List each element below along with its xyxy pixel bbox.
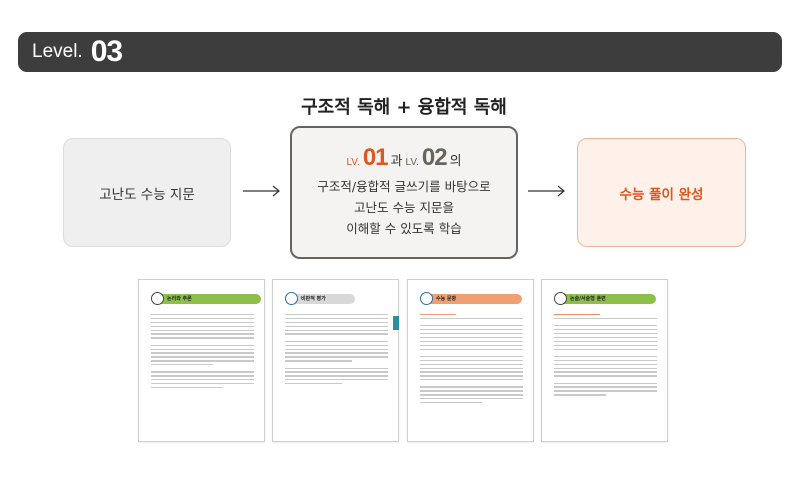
process-desc-line-3: 이해할 수 있도록 학습 [346,221,462,236]
arrow-right-icon [528,185,566,197]
page-title: 논술/서술형 훈련 [570,296,606,302]
result-box: 수능 풀이 완성 [577,138,746,247]
level-number: 03 [90,35,123,68]
process-box: LV. 01 과 LV. 02 의 구조적/융합적 글쓰기를 바탕으로 고난도 … [290,126,518,259]
page-title-band [291,294,355,304]
input-box: 고난도 수능 지문 [63,138,231,247]
page-thumbnail-1: 논리와 추론 [138,279,265,442]
lv-prefix-2: LV. [405,157,419,168]
page-text-block [420,314,523,406]
level-label: Level. [32,41,83,62]
page-title-band [560,294,656,304]
page-badge-icon [420,292,433,305]
lv-prefix-1: LV. [346,157,360,168]
lv-suffix: 의 [449,154,462,169]
page-text-block [554,314,657,398]
process-desc-line-2: 고난도 수능 지문을 [354,200,454,215]
page-text-block [285,314,388,387]
page-badge-icon [151,292,164,305]
page-title-band [426,294,522,304]
page-badge-icon [285,292,298,305]
arrow-right-icon [243,185,281,197]
page-title: 수능 문항 [436,296,457,302]
lv-number-1: 01 [362,144,389,171]
page-thumbnail-4: 논술/서술형 훈련 [541,279,668,442]
result-box-label: 수능 풀이 완성 [619,186,704,203]
level-header-bar: Level. 03 [18,32,782,72]
input-box-label: 고난도 수능 지문 [99,186,195,203]
page-side-tab [393,316,399,330]
page-title: 논리와 추론 [167,296,192,302]
page-text-block [151,314,254,391]
process-desc-line-1: 구조적/융합적 글쓰기를 바탕으로 [317,179,491,194]
section-heading: 구조적 독해 + 융합적 독해 [301,97,507,118]
lv-connector: 과 [390,154,403,169]
level-reference-line: LV. 01 과 LV. 02 의 [346,146,461,170]
lv-number-2: 02 [421,144,448,171]
page-title: 비판적 평가 [301,296,326,302]
page-thumbnail-3: 수능 문항 [407,279,534,442]
page-badge-icon [554,292,567,305]
page-title-band [157,294,261,304]
page-thumbnail-2: 비판적 평가 [272,279,399,442]
